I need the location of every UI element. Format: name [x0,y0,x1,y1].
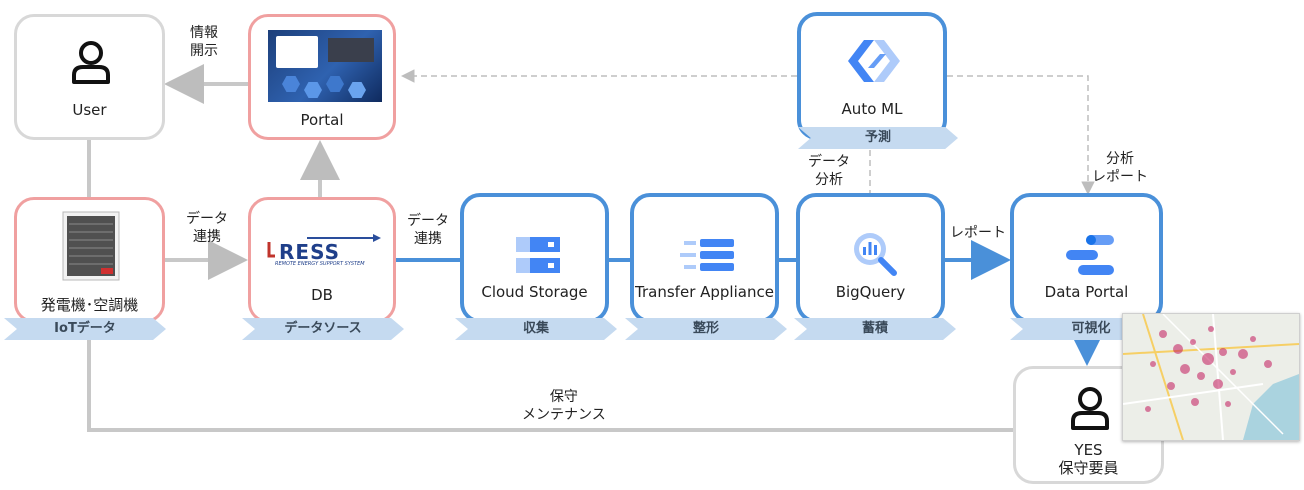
db-node: RESS REMOTE ENERGY SUPPORT SYSTEM DB [248,197,396,323]
user-label: User [72,101,107,119]
tag-store: 蓄積 [794,318,956,340]
transfer-appliance-label: Transfer Appliance [635,283,774,301]
tag-iot: IoTデータ [4,318,166,340]
generator-node: 発電機･空調機 [14,197,165,323]
automl-label: Auto ML [841,100,903,118]
generator-icon [62,211,120,281]
generator-label: 発電機･空調機 [40,296,139,314]
tag-collect: 収集 [455,318,617,340]
person-icon [1071,387,1109,430]
cloud-storage-node: Cloud Storage [460,193,609,323]
bigquery-label: BigQuery [835,283,906,301]
data-link-note-2: データ連携 [407,213,449,247]
data-portal-label: Data Portal [1044,283,1129,301]
tag-source: データソース [242,318,404,340]
tag-shape: 整形 [625,318,787,340]
db-label: DB [311,286,333,304]
person-icon [72,41,110,84]
user-node: User [14,14,165,140]
data-analysis-note: データ分析 [808,154,850,188]
portal-label: Portal [300,111,344,129]
data-portal-node: Data Portal [1010,193,1163,323]
bigquery-node: BigQuery [796,193,945,323]
portal-screenshot [268,30,382,102]
ress-logo: RESS REMOTE ENERGY SUPPORT SYSTEM [267,234,383,268]
maintenance-note: 保守メンテナンス [522,389,606,423]
report-note: レポート [950,225,1006,241]
transfer-appliance-node: Transfer Appliance [630,193,779,323]
portal-node: Portal [248,14,396,140]
analysis-report-note: 分析レポート [1092,151,1148,185]
map-screenshot [1122,313,1300,441]
info-disclosure-note: 情報開示 [190,25,218,59]
cloud-storage-label: Cloud Storage [481,283,588,301]
automl-icon [848,40,900,82]
transfer-appliance-icon [680,239,734,271]
data-link-note-1: データ連携 [186,211,228,245]
automl-node: Auto ML [797,12,947,140]
tag-predict: 予測 [798,127,958,149]
bigquery-icon [854,233,897,276]
data-portal-icon [1066,235,1114,275]
cloud-storage-icon [516,237,560,273]
